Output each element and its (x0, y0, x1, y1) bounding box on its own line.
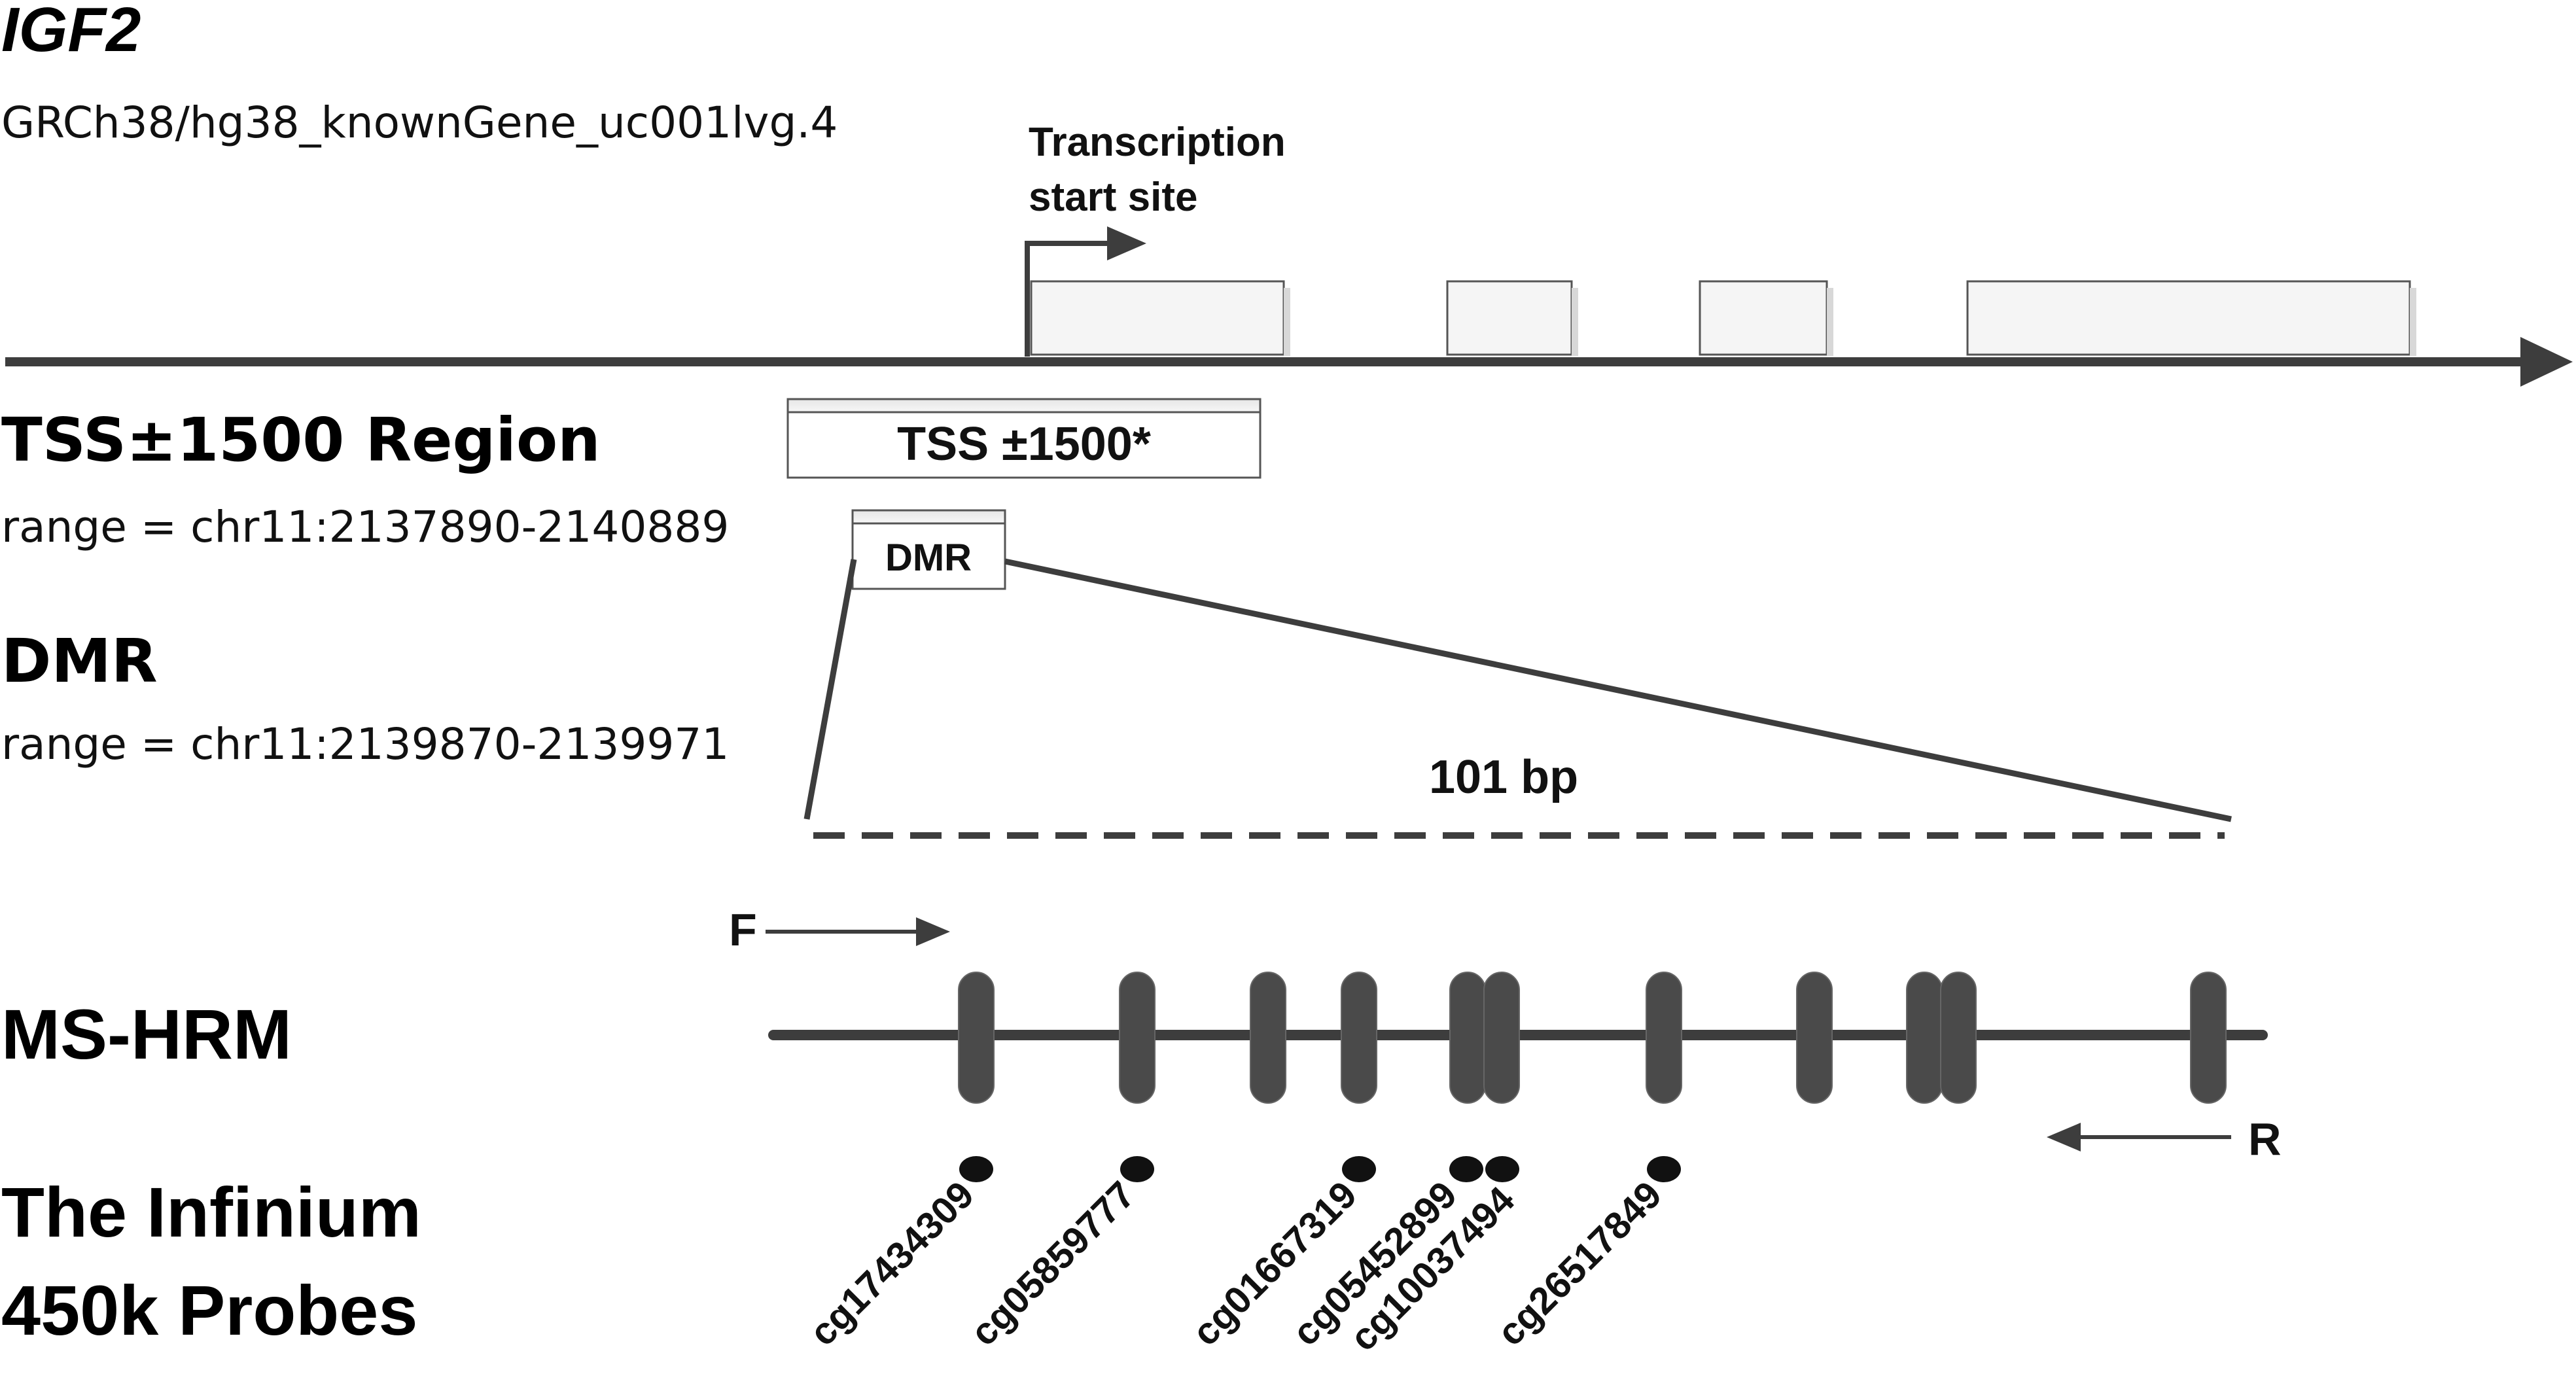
tss-region-range: range = chr11:2137890-2140889 (1, 502, 729, 552)
ms-hrm-title: MS-HRM (1, 994, 292, 1074)
probes-title-line2: 450k Probes (1, 1271, 417, 1350)
forward-primer-arrow (766, 917, 950, 946)
probe-labels: cg17434309 cg05859777 cg01667319 cg05452… (802, 1173, 1670, 1359)
tss-label-line2: start site (1029, 175, 1197, 220)
dmr-box-label: DMR (885, 536, 972, 579)
exon-4 (1966, 280, 2411, 356)
tss-region-box-label: TSS ±1500* (897, 418, 1151, 470)
exon-boxes (1030, 280, 2416, 356)
cpg-site (2190, 972, 2227, 1104)
probe-dot (959, 1156, 993, 1182)
probe-dot (1120, 1156, 1154, 1182)
exon-3 (1699, 280, 1828, 356)
probe-dots (959, 1156, 1681, 1182)
dmr-zoom-lines (803, 558, 2232, 822)
dmr-box: DMR (851, 509, 1006, 590)
cpg-sites (958, 972, 2227, 1104)
reverse-primer-arrow (2047, 1123, 2231, 1152)
reverse-primer-label: R (2248, 1114, 2282, 1165)
exon-1 (1030, 280, 1285, 356)
forward-primer-label: F (729, 904, 757, 955)
cpg-site (1940, 972, 1977, 1104)
probe-dot (1647, 1156, 1681, 1182)
cpg-site (958, 972, 995, 1104)
cpg-site (1449, 972, 1486, 1104)
exon-2 (1446, 280, 1573, 356)
tss-arrow (1025, 226, 1146, 357)
cpg-site (1646, 972, 1682, 1104)
probe-label: cg26517849 (1489, 1173, 1670, 1354)
gene-transcript-id: GRCh38/hg38_knownGene_uc001lvg.4 (1, 97, 838, 148)
cpg-site (1119, 972, 1156, 1104)
probe-dot (1342, 1156, 1376, 1182)
probes-title-line1: The Infinium (1, 1172, 421, 1252)
dmr-title: DMR (1, 626, 158, 696)
cpg-site (1906, 972, 1943, 1104)
cpg-site (1250, 972, 1286, 1104)
tss-region-box: TSS ±1500* (786, 398, 1262, 479)
cpg-site (1483, 972, 1520, 1104)
probe-label: cg17434309 (802, 1173, 982, 1354)
cpg-site (1796, 972, 1833, 1104)
gene-name: IGF2 (1, 0, 141, 65)
dmr-length-label: 101 bp (1429, 751, 1578, 803)
dmr-range: range = chr11:2139870-2139971 (1, 719, 729, 769)
gene-axis-arrow (5, 337, 2573, 387)
tss-label-line1: Transcription (1029, 120, 1286, 165)
cpg-site (1341, 972, 1377, 1104)
probe-dot (1449, 1156, 1483, 1182)
probe-label: cg05859777 (962, 1173, 1143, 1354)
probe-dot (1485, 1156, 1519, 1182)
tss-region-title: TSS±1500 Region (1, 405, 601, 475)
